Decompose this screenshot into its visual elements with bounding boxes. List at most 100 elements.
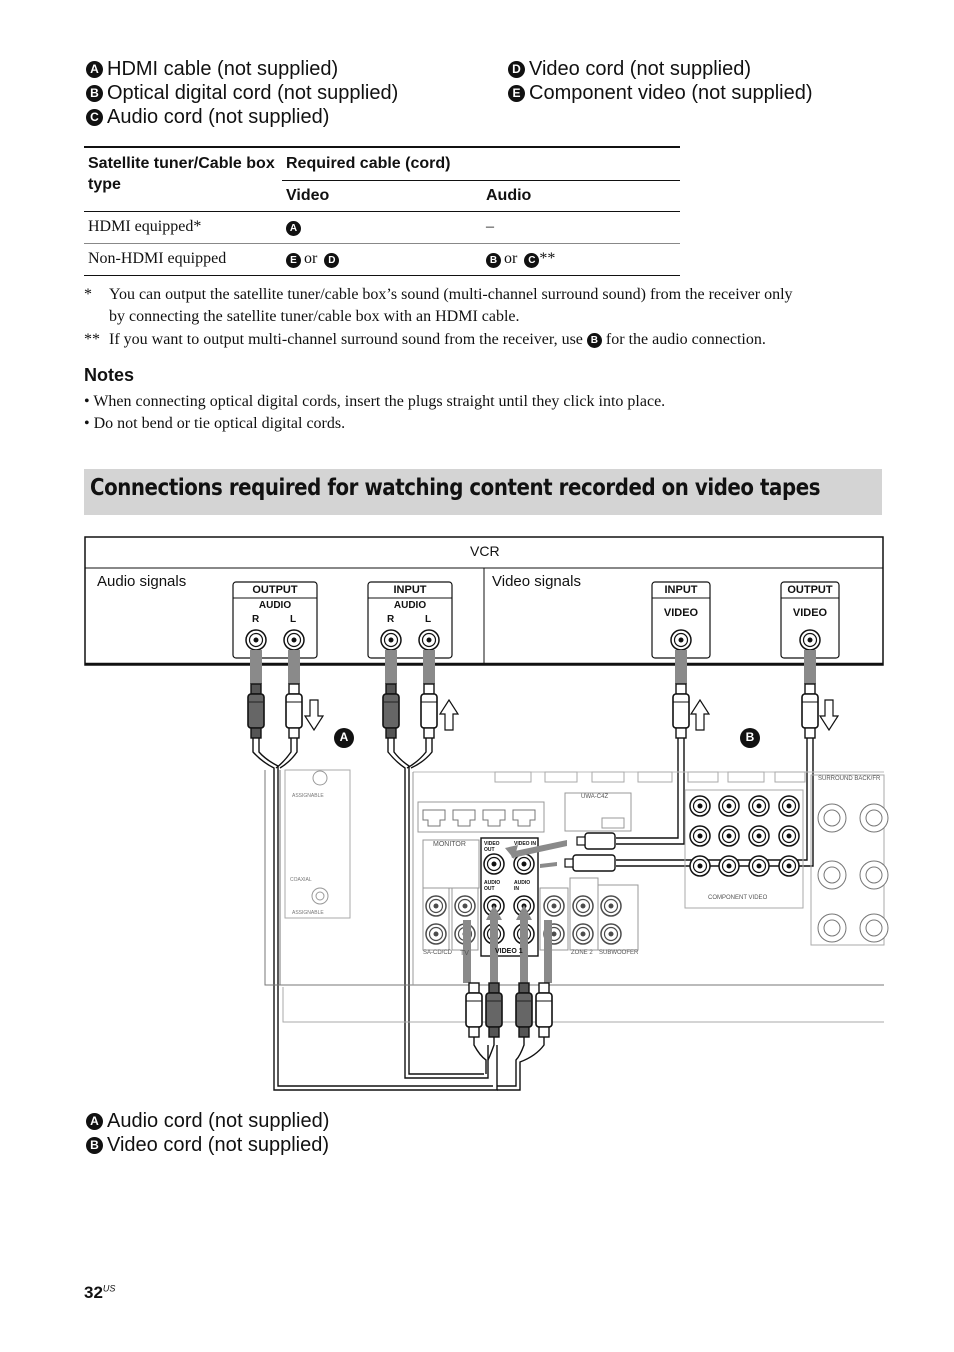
page-number: 32US: [84, 1283, 115, 1303]
audio-input-title: INPUT: [393, 584, 427, 596]
cell-audio: –: [486, 218, 494, 235]
letter-badge: B: [86, 1136, 103, 1154]
notes-heading: Notes: [84, 365, 135, 385]
footnote-2-text: If you want to output multi-channel surr…: [109, 331, 583, 348]
note-text: When connecting optical digital cords, i…: [93, 393, 666, 410]
component-video-jacks: [689, 795, 800, 877]
vcr-label: VCR: [470, 543, 500, 559]
footnote-1-line-2: by connecting the satellite tuner/cable …: [109, 308, 520, 325]
footnote-1-line-1: You can output the satellite tuner/cable…: [109, 286, 793, 303]
callout-b: [740, 728, 760, 748]
section-banner: Connections required for watching conten…: [84, 469, 882, 515]
vcr-video-out-jack: [799, 629, 821, 651]
audio-input-sub: AUDIO: [393, 600, 427, 611]
audio-in-label: AUDIO IN: [514, 880, 531, 892]
callout-a: [334, 728, 354, 748]
video-signals-label: Video signals: [492, 573, 581, 590]
legend-item-hdmi-cable: A HDMI cable (not supplied): [86, 57, 338, 81]
legend-text: Audio cord (not supplied): [107, 106, 330, 128]
letter-badge: C: [524, 253, 540, 268]
double-asterisk: **: [539, 250, 556, 267]
col-header-video: Video: [286, 186, 330, 204]
uwa-label: UWA-C4Z: [581, 794, 609, 800]
callout-b-label: B: [745, 730, 755, 744]
receiver-rear-panel: [264, 769, 885, 1023]
video1-label: VIDEO 1: [495, 948, 523, 955]
l-label: L: [290, 614, 297, 625]
letter-badge: A: [286, 221, 301, 236]
video-output-title: OUTPUT: [787, 584, 833, 596]
letter-badge: A: [86, 60, 103, 78]
footnote-2-text: for the audio connection.: [605, 331, 766, 348]
speaker-terminals: [817, 803, 889, 943]
video-out-label: VIDEO OUT: [484, 841, 500, 853]
surround-back-label: SURROUND BACK/FR: [818, 776, 881, 782]
footnote-2: If you want to output multi-channel surr…: [109, 329, 766, 351]
col-header-required: Required cable (cord): [282, 147, 680, 181]
coaxial-label: COAXIAL: [290, 877, 312, 883]
r-label: R: [252, 614, 260, 625]
col-header-type: Satellite tuner/Cable box type: [88, 155, 275, 193]
plug-video-in: [672, 683, 690, 739]
legend-item-component-video: E Component video (not supplied): [508, 81, 813, 105]
tv-label: TV: [460, 950, 469, 957]
audio-output-sub: AUDIO: [258, 600, 292, 611]
audio-out-label: AUDIO OUT: [484, 880, 501, 892]
required-cable-table: Satellite tuner/Cable box type Required …: [84, 146, 680, 276]
legend-text: HDMI cable (not supplied): [107, 58, 339, 80]
legend-item-audio-cord: A Audio cord (not supplied): [86, 1109, 329, 1133]
vcr-audio-in-l-jack: [418, 629, 440, 651]
plug-audio-out-l: [285, 683, 303, 739]
vcr-audio-in-r-jack: [380, 629, 402, 651]
r-label: R: [387, 614, 395, 625]
legend-text: Optical digital cord (not supplied): [107, 82, 399, 104]
note-item: • When connecting optical digital cords,…: [84, 393, 666, 410]
cell-type: HDMI equipped*: [88, 218, 202, 235]
vcr-video-in-jack: [670, 629, 692, 651]
sacd-label: SA-CD/CD: [423, 950, 453, 956]
l-label: L: [425, 614, 432, 625]
rx-video-in-jack: [513, 853, 535, 875]
assignable-label: ASSIGNABLE: [292, 910, 324, 916]
callout-a-label: A: [339, 730, 349, 744]
audio-output-title: OUTPUT: [252, 584, 298, 596]
letter-badge: B: [486, 253, 501, 268]
monitor-label: MONITOR: [433, 841, 466, 848]
letter-badge: A: [86, 1112, 103, 1130]
cell-type: Non-HDMI equipped: [88, 250, 227, 267]
note-text: Do not bend or tie optical digital cords…: [93, 415, 346, 432]
plug-audio-out-r: [247, 683, 265, 739]
legend-item-video-cord: B Video cord (not supplied): [86, 1133, 329, 1157]
video-input-title: INPUT: [664, 584, 698, 596]
plug-audio-in-r: [382, 683, 400, 739]
col-header-audio: Audio: [486, 186, 532, 204]
legend-text: Component video (not supplied): [529, 82, 813, 104]
zone2-label: ZONE 2: [571, 950, 593, 956]
section-title: Connections required for watching conten…: [90, 475, 821, 501]
legend-item-audio-cord: C Audio cord (not supplied): [86, 105, 329, 129]
plug-video-out: [801, 683, 819, 739]
page-number-value: 32: [84, 1283, 103, 1302]
letter-badge: D: [324, 253, 340, 268]
plug-audio-in-l: [420, 683, 438, 739]
video-cord-plugs: [564, 832, 616, 872]
letter-badge: B: [86, 84, 103, 102]
letter-badge: E: [286, 253, 301, 268]
legend-text: Audio cord (not supplied): [107, 1110, 330, 1132]
legend-text: Video cord (not supplied): [529, 58, 751, 80]
video-output-sub: VIDEO: [792, 607, 828, 619]
cell-video: A: [282, 211, 482, 243]
or-text: or: [504, 250, 518, 267]
letter-badge: D: [508, 60, 525, 78]
assignable-label: ASSIGNABLE: [292, 793, 324, 799]
letter-badge: B: [586, 332, 602, 348]
subwoofer-label: SUBWOOFER: [599, 950, 639, 956]
rx-video-out-jack: [483, 853, 505, 875]
table-row: HDMI equipped* A –: [84, 211, 680, 243]
vcr-audio-out-r-jack: [245, 629, 267, 651]
component-video-label: COMPONENT VIDEO: [708, 895, 768, 901]
vcr-audio-out-l-jack: [283, 629, 305, 651]
note-item: • Do not bend or tie optical digital cor…: [84, 415, 346, 432]
